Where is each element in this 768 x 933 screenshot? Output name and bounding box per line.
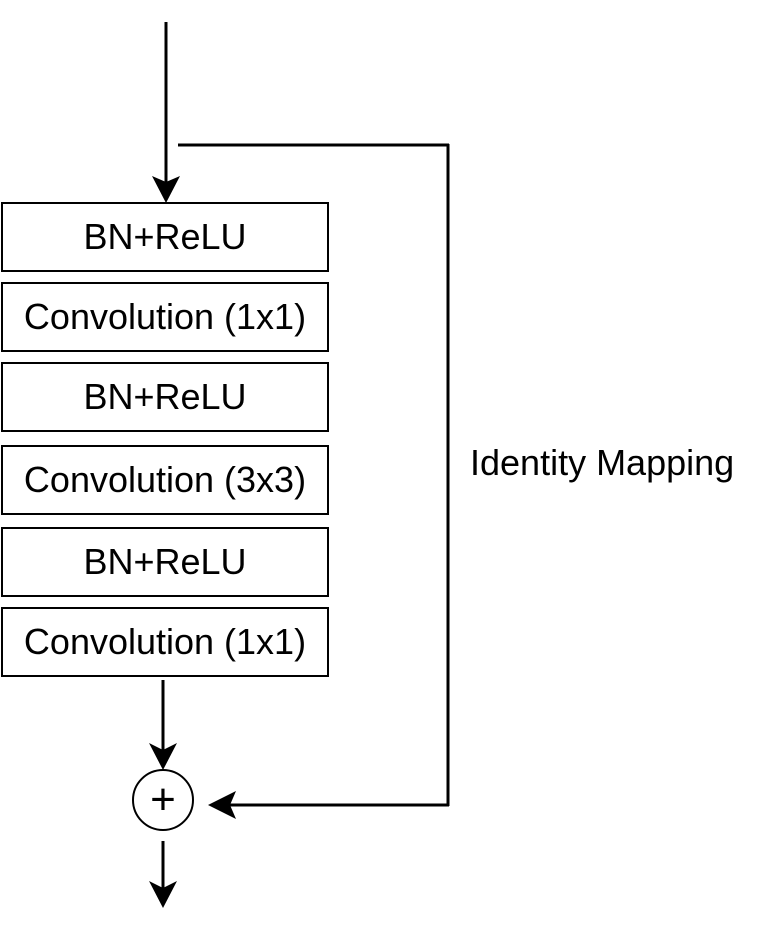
block-label: BN+ReLU [83,376,247,417]
block-label: Convolution (1x1) [23,296,307,337]
block-label: BN+ReLU [83,541,247,582]
block-label: Convolution (1x1) [23,621,307,662]
addition-node: + [132,769,194,831]
bn-relu-block-3: BN+ReLU [1,527,329,597]
conv-1x1-block-1: Convolution (1x1) [1,282,329,352]
skip-arrowhead [208,791,236,819]
input-arrowhead [152,176,180,203]
conv-3x3-block: Convolution (3x3) [1,445,329,515]
block-label: Convolution (3x3) [23,459,307,500]
bn-relu-block-2: BN+ReLU [1,362,329,432]
output-arrowhead [149,881,177,908]
main-to-adder-arrowhead [149,743,177,770]
conv-1x1-block-2: Convolution (1x1) [1,607,329,677]
identity-mapping-label: Identity Mapping [470,442,735,483]
bn-relu-block-1: BN+ReLU [1,202,329,272]
plus-icon: + [150,775,176,824]
block-label: BN+ReLU [83,216,247,257]
